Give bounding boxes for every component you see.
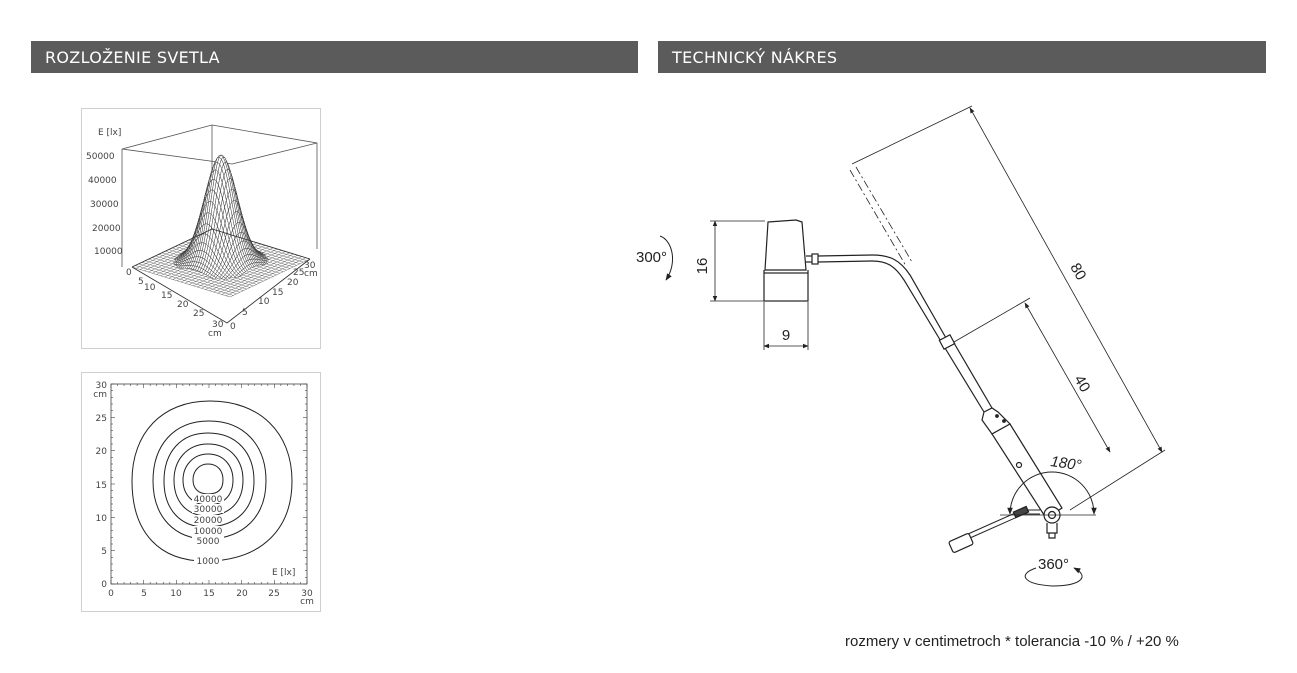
contour-x-tick: 30 [301, 589, 313, 599]
contour-x-tick: 0 [108, 589, 114, 599]
surface-x-tick: 15 [161, 291, 172, 301]
surface-z-tick: 30000 [90, 200, 119, 210]
arm-lower-segment [991, 423, 1063, 519]
lamp-head-body [764, 219, 807, 271]
contour-level-label: 20000 [194, 516, 223, 526]
technical-drawing-svg: 16 9 80 40 300° 180° 360° [636, 105, 1166, 587]
contour-x-tick: 25 [268, 589, 279, 599]
contour-y-tick: 10 [96, 514, 108, 524]
surface-x-tick: 10 [144, 283, 156, 293]
rotation-arm-arrow [1000, 471, 1097, 516]
dimension-lower [953, 297, 1111, 453]
contour-y-tick: 30 [96, 381, 108, 391]
surface-plot-svg: E [lx] 50000 40000 30000 20000 10000 0 5… [86, 124, 318, 339]
gooseneck-arm [806, 253, 951, 349]
surface-x-tick: 25 [193, 309, 204, 319]
contour-x-tick: 20 [236, 589, 248, 599]
contour-level-label: 5000 [197, 537, 220, 547]
surface-z-tick: 0 [126, 268, 132, 278]
dimension-lower-label: 40 [1070, 372, 1093, 395]
rotation-base-arrow [1024, 567, 1083, 587]
surface-z-tick: 20000 [92, 224, 121, 234]
contour-y-tick: 5 [101, 547, 107, 557]
contour-plot-figure: 40000 30000 20000 10000 5000 1000 E [lx]… [81, 372, 321, 612]
dimension-total-label: 80 [1066, 260, 1089, 283]
contour-y-tick: 15 [96, 481, 107, 491]
surface-y-tick: 15 [272, 288, 283, 298]
surface-y-tick: 20 [287, 278, 299, 288]
dimension-height [710, 220, 765, 302]
surface-y-tick: 25 [293, 268, 304, 278]
lamp-head-lens [763, 272, 809, 302]
contour-x-unit: cm [300, 597, 314, 607]
dimension-total [849, 105, 1166, 511]
contour-value-label: E [lx] [272, 568, 295, 578]
surface-z-axis-label: E [lx] [98, 128, 121, 138]
lamp-head [763, 219, 809, 302]
contour-x-tick: 15 [203, 589, 214, 599]
contour-x-tick: 5 [141, 589, 147, 599]
contour-x-tick: 10 [170, 589, 182, 599]
rotation-head-label: 300° [636, 249, 667, 266]
contour-plot-svg: 40000 30000 20000 10000 5000 1000 E [lx]… [93, 381, 314, 607]
power-cable [948, 505, 1040, 553]
surface-x-tick: 5 [138, 277, 144, 287]
dimension-width [763, 302, 809, 350]
rotation-head-arrow [659, 235, 674, 281]
base-mount [1043, 506, 1061, 539]
rotation-arm-label: 180° [1049, 453, 1082, 474]
contour-y-tick: 20 [96, 447, 108, 457]
surface-plot-figure: E [lx] 50000 40000 30000 20000 10000 0 5… [81, 108, 321, 349]
lower-arm [938, 333, 1063, 519]
contour-y-tick: 25 [96, 414, 107, 424]
surface-y-tick: 10 [258, 297, 270, 307]
surface-z-tick: 50000 [86, 152, 115, 162]
contour-line-40000 [192, 463, 224, 495]
contour-level-label: 40000 [194, 495, 223, 505]
surface-x-tick: 30 [212, 320, 224, 330]
surface-z-tick: 10000 [94, 247, 123, 257]
surface-x-unit: cm [208, 329, 222, 339]
contour-level-label: 10000 [194, 527, 223, 537]
surface-y-tick: 30 [304, 261, 316, 271]
dimension-width-label: 9 [782, 327, 790, 344]
dimension-height-label: 16 [694, 258, 711, 275]
surface-y-unit: cm [304, 269, 318, 279]
surface-y-tick: 5 [242, 308, 248, 318]
dimensions-footnote: rozmery v centimetroch * tolerancia -10 … [845, 633, 1179, 650]
section-header-technical-drawing: TECHNICKÝ NÁKRES [658, 41, 1266, 73]
contour-y-unit: cm [93, 390, 107, 400]
surface-x-tick: 20 [177, 300, 189, 310]
surface-y-tick: 0 [230, 322, 236, 332]
cable-plug [948, 533, 974, 553]
section-header-light-distribution: ROZLOŽENIE SVETLA [31, 41, 638, 73]
contour-level-label: 30000 [194, 505, 223, 515]
surface-z-tick: 40000 [88, 176, 117, 186]
contour-y-tick: 0 [101, 580, 107, 590]
rotation-base-label: 360° [1038, 556, 1069, 573]
contour-level-label: 1000 [197, 557, 220, 567]
contour-plot-frame [110, 383, 308, 585]
